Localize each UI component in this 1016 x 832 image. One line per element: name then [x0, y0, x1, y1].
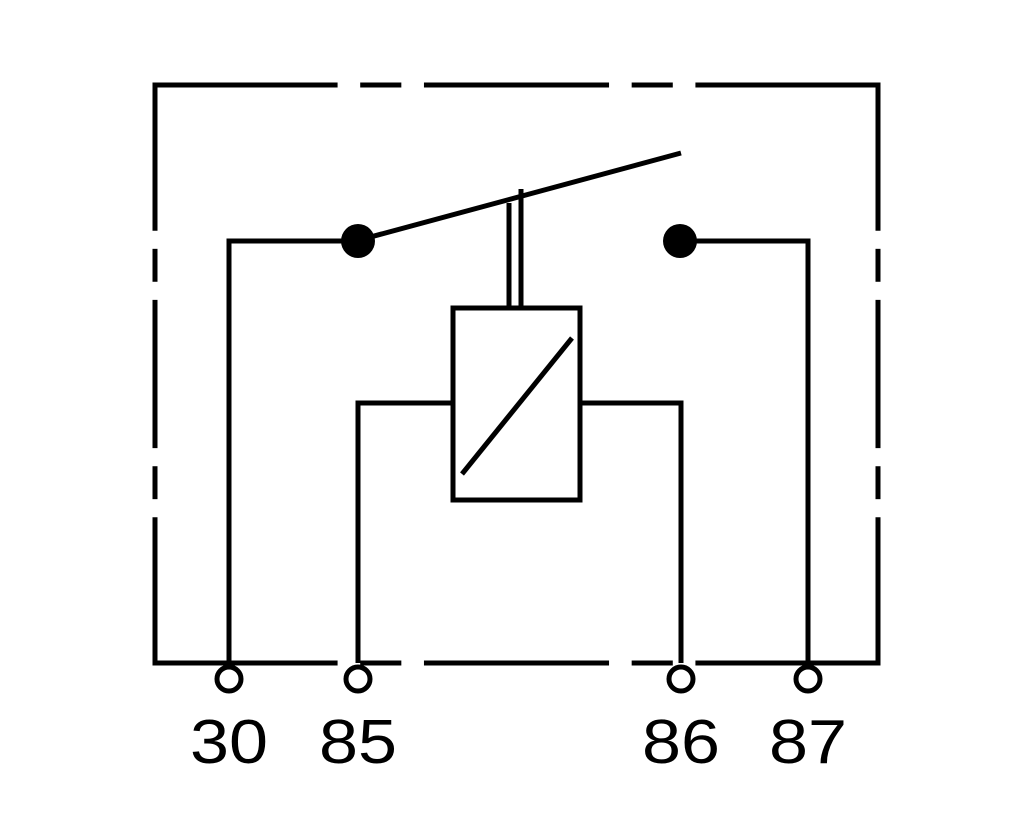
terminal-85-pin[interactable] [343, 664, 373, 694]
relay-internal-wiring [226, 238, 811, 663]
terminal-labels: 30 85 86 87 [190, 708, 847, 777]
terminal-86-pin[interactable] [666, 664, 696, 694]
terminal-87-pin[interactable] [793, 664, 823, 694]
switch-arm [351, 150, 682, 245]
switch-arm-line [351, 150, 682, 245]
terminal-pins [214, 664, 823, 694]
contact-dot-right [663, 224, 697, 258]
contact-dots [341, 224, 697, 258]
terminal-30-pin[interactable] [214, 664, 244, 694]
terminal-85-label: 85 [319, 708, 397, 777]
relay-housing [152, 82, 881, 666]
coil-box [450, 305, 583, 503]
terminal-86-label: 86 [642, 708, 720, 777]
terminal-87-label: 87 [769, 708, 847, 777]
armature-rod [506, 189, 524, 308]
coil-diagonal-line [460, 336, 574, 476]
terminal-30-label: 30 [190, 708, 268, 777]
contact-dot-left [341, 224, 375, 258]
